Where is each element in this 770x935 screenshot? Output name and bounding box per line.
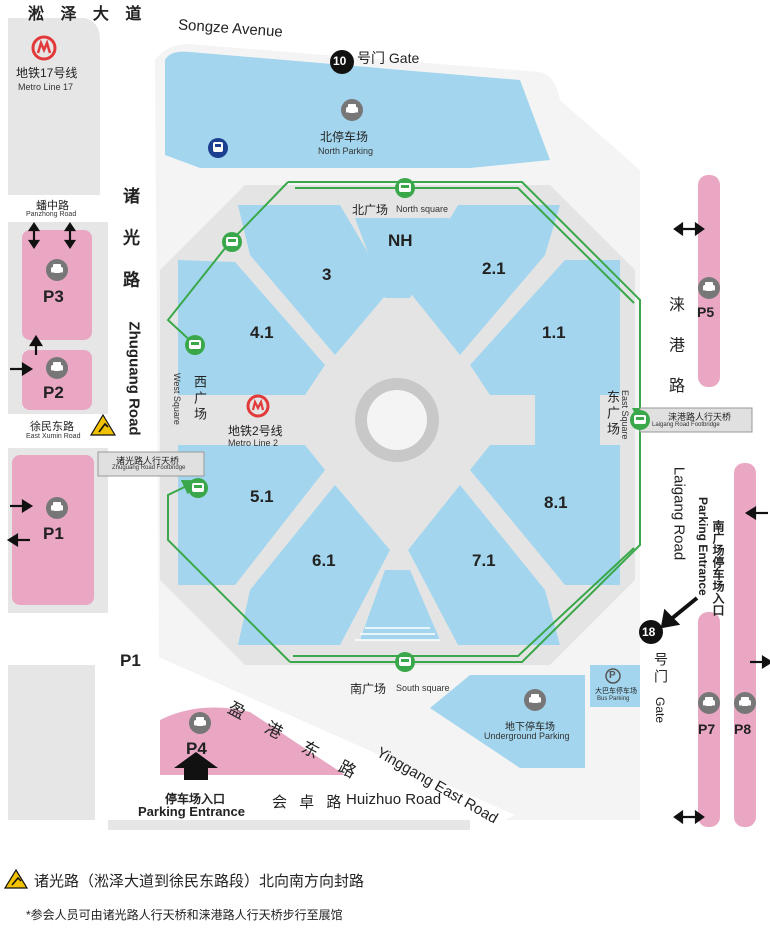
gate-18-number: 18 [642, 625, 656, 639]
hall-1-1: 1.1 [542, 323, 566, 342]
road-work-warning-icon [3, 868, 29, 889]
south-square-cn: 南广场 [350, 682, 387, 696]
metro-logo-icon [246, 394, 270, 418]
p8-label: P8 [734, 721, 752, 737]
p7-label: P7 [698, 721, 716, 737]
bus-parking-en: Bus Parking [597, 696, 630, 702]
huizhuo-road-cn: 会 卓 路 [272, 794, 346, 811]
bus-icon [208, 138, 228, 158]
p4-entrance-en: Parking Entrance [138, 804, 245, 819]
p7-car-icon [698, 692, 720, 714]
left-parking-lots [12, 230, 345, 775]
south-entrance-en: Parking Entrance [696, 497, 710, 596]
p1-outside-label: P1 [120, 651, 141, 670]
hall-5-1: 5.1 [250, 487, 274, 506]
shuttle-west-icon [185, 335, 205, 355]
p1-car-icon [46, 497, 68, 519]
metro2-cn: 地铁2号线 [228, 424, 283, 438]
underground-parking-en: Underground Parking [484, 731, 570, 741]
south-entrance-cn: 南广场停车场入口 [711, 520, 725, 616]
south-steps [355, 627, 440, 641]
songze-road-cn: 淞 泽 大 道 [28, 6, 148, 23]
laigang-footbridge-en: Laigang Road Footbridge [652, 422, 720, 428]
zhuguang-footbridge [97, 451, 205, 477]
xumin-road-cn: 徐民东路 [30, 421, 74, 433]
gate-10-label: 号门 Gate [357, 50, 420, 66]
bus-parking-p-icon [605, 668, 621, 684]
underground-parking-area [430, 675, 585, 768]
huizhuo-road-en: Huizhuo Road [346, 791, 442, 808]
north-square-en: North square [396, 204, 449, 214]
p8-car-icon [734, 692, 756, 714]
underground-parking-cn: 地下停车场 [505, 722, 555, 733]
shuttle-east-icon [630, 410, 650, 430]
underground-car-icon [524, 689, 546, 711]
laigang-road-cn: 涞 港 路 [666, 296, 683, 403]
panzhong-road-en: Panzhong Road [26, 211, 77, 218]
road-work-warning-icon [89, 413, 117, 436]
east-square-cn: 东广场 [605, 390, 620, 438]
hall-4-1: 4.1 [250, 323, 274, 342]
p3-car-icon [46, 259, 68, 281]
gate-18-badge [639, 620, 663, 644]
east-square-en: East Square [620, 390, 630, 440]
exhibition-halls [160, 185, 635, 665]
p1-label: P1 [43, 524, 64, 543]
zhuguang-road-cn: 诸 光 路 [120, 187, 139, 298]
arrow-icon [6, 221, 770, 825]
north-parking-en: North Parking [318, 146, 374, 156]
p4-entrance-cn: 停车场入口 [165, 792, 226, 806]
footbridge-walk-note: *参会人员可由诸光路人行天桥和涞港路人行天桥步行至展馆 [26, 908, 343, 922]
bus-parking-p: P [609, 670, 616, 681]
north-square-cn: 北广场 [352, 203, 389, 217]
p4-car-icon [189, 712, 211, 734]
north-parking-cn: 北停车场 [320, 130, 369, 144]
gate-18-en: Gate [653, 697, 667, 724]
p5-car-icon [698, 277, 720, 299]
shuttle-nw-icon [222, 232, 242, 252]
shuttle-sw-icon [188, 478, 208, 498]
p4-label: P4 [186, 739, 207, 758]
metro2-en: Metro Line 2 [228, 438, 279, 448]
metro17-cn: 地铁17号线 [16, 66, 78, 80]
metro-logo-icon [31, 35, 57, 61]
hall-2-1: 2.1 [482, 259, 506, 278]
zhuguang-footbridge-en: Zhuguang Road Footbridge [112, 465, 186, 471]
laigang-footbridge-cn: 涞港路人行天桥 [668, 412, 732, 422]
p2-car-icon [46, 357, 68, 379]
north-parking-car-icon [341, 99, 363, 121]
west-square-cn: 西广场 [192, 375, 207, 423]
bus-parking-area [590, 665, 640, 707]
xumin-road-en: East Xumin Road [26, 433, 81, 440]
gate-18-cn: 号门 [653, 652, 669, 686]
south-square-en: South square [396, 683, 450, 693]
zhuguang-road-en: Zhuguang Road [125, 321, 143, 436]
zhuguang-footbridge-cn: 诸光路人行天桥 [116, 456, 180, 466]
hall-8-1: 8.1 [544, 493, 568, 512]
hall-7-1: 7.1 [472, 551, 496, 570]
p2-label: P2 [43, 383, 64, 402]
hall-nh: NH [388, 231, 413, 250]
gate-10-number: 10 [333, 54, 347, 68]
hall-6-1: 6.1 [312, 551, 336, 570]
bus-parking-cn: 大巴车停车场 [595, 688, 637, 695]
road-closure-note: 诸光路（淞泽大道到徐民东路段）北向南方向封路 [34, 873, 365, 890]
laigang-road-en: Laigang Road [670, 466, 688, 561]
hall-3: 3 [322, 265, 332, 284]
p3-label: P3 [43, 287, 64, 306]
shuttle-north-icon [395, 178, 415, 198]
gate-10-badge [330, 50, 354, 74]
panzhong-road-cn: 蟠中路 [36, 200, 69, 212]
shuttle-south-icon [395, 652, 415, 672]
metro17-en: Metro Line 17 [18, 82, 74, 92]
p5-label: P5 [697, 304, 715, 320]
west-square-en: West Square [172, 373, 182, 425]
